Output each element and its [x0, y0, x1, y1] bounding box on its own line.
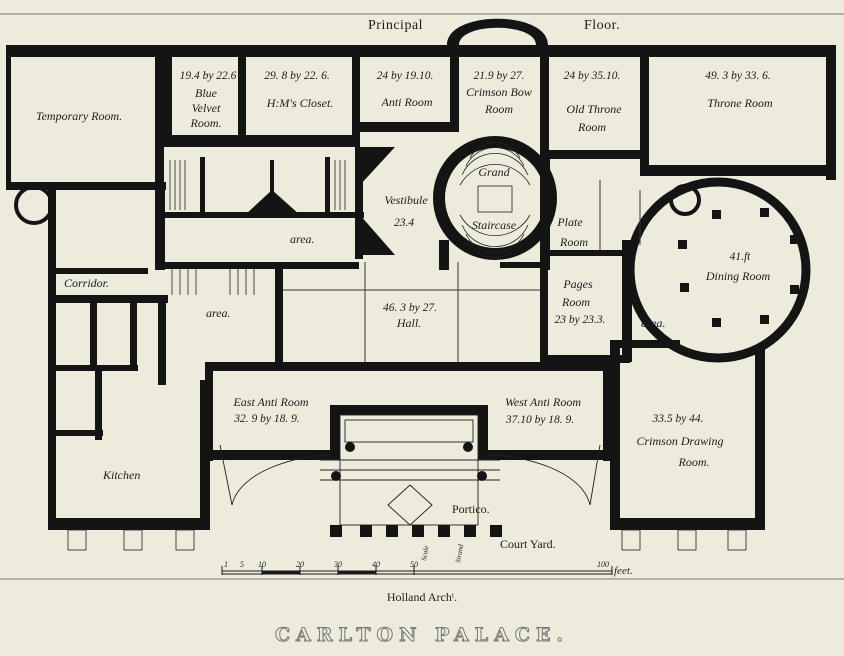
dims-old-throne: 24 by 35.10. [563, 70, 621, 82]
label-pages-room-1: Pages [563, 277, 593, 291]
label-west-anti-room: West Anti Room [504, 395, 582, 409]
label-hall: Hall. [396, 316, 422, 330]
architect-credit: Holland Archᵗ. [386, 590, 458, 604]
scale-bar [221, 566, 613, 575]
label-anti-room: Anti Room [381, 95, 433, 109]
label-old-throne-1: Old Throne [566, 102, 622, 116]
label-court-yard: Court Yard. [500, 537, 556, 551]
dims-east-anti-room: 32. 9 by 18. 9. [234, 413, 300, 425]
label-plate-room-1: Plate [557, 215, 583, 229]
dims-hms-closet: 29. 8 by 22. 6. [264, 70, 330, 82]
label-crimson-drawing-1: Crimson Drawing [636, 434, 724, 448]
label-crimson-bow-1: Crimson Bow [466, 85, 532, 99]
dims-blue-velvet: 19.4 by 22.6 [179, 70, 237, 82]
label-crimson-bow-2: Room [485, 102, 513, 116]
dims-crimson-bow: 21.9 by 27. [473, 70, 525, 82]
outer-steps [67, 529, 747, 551]
plate-title: CARLTON PALACE. [274, 624, 570, 647]
portico-columns [330, 442, 502, 537]
stair-treads [169, 142, 531, 295]
scale-tick-5: 5 [240, 560, 244, 569]
scale-tick-100: 100 [597, 560, 609, 569]
label-vestibule: Vestibule [384, 193, 428, 207]
scale-tick-40: 40 [372, 560, 380, 569]
floor-title-right: Floor. [584, 18, 621, 33]
label-dining-room: Dining Room [705, 269, 771, 283]
scale-tick-1: 1 [224, 560, 228, 569]
dining-piers [678, 208, 799, 327]
label-grand-1: Grand [478, 165, 510, 179]
label-crimson-drawing-2: Room. [678, 455, 710, 469]
scale-tick-50: 50 [410, 560, 418, 569]
dims-hall: 46. 3 by 27. [383, 302, 437, 314]
dims-west-anti-room: 37.10 by 18. 9. [505, 414, 575, 426]
dims-anti-room: 24 by 19.10. [376, 70, 434, 82]
dims-vestibule: 23.4 [393, 217, 415, 229]
label-plate-room-2: Room [560, 235, 588, 249]
label-blue-velvet-3: Room. [190, 116, 222, 130]
portico [219, 414, 601, 526]
label-pages-room-2: Room [562, 295, 590, 309]
label-area-west: area. [206, 306, 231, 320]
label-throne-room: Throne Room [707, 96, 773, 110]
label-area-east: area. [641, 316, 666, 330]
label-grand-2: Staircase [471, 218, 517, 232]
label-portico: Portico. [452, 502, 490, 516]
floor-title-left: Principal [368, 18, 424, 33]
plate-frame [0, 13, 844, 580]
label-blue-velvet-1: Blue [195, 86, 217, 100]
label-blue-velvet-2: Velvet [191, 101, 221, 115]
label-temporary-room: Temporary Room. [36, 109, 123, 123]
label-area-north: area. [290, 232, 315, 246]
dims-dining-room: 41.ft [729, 251, 751, 263]
label-hms-closet: H:M's Closet. [266, 96, 334, 110]
scale-tick-20: 20 [296, 560, 304, 569]
dims-crimson-drawing: 33.5 by 44. [652, 413, 704, 425]
scale-tick-10: 10 [258, 560, 266, 569]
light-partitions [283, 180, 641, 362]
scale-unit: feet. [614, 565, 633, 577]
scale-tick-30: 30 [334, 560, 342, 569]
label-old-throne-2: Room [578, 120, 606, 134]
dims-pages-room: 23 by 23.3. [554, 314, 606, 326]
dims-throne-room: 49. 3 by 33. 6. [705, 70, 771, 82]
label-east-anti-room: East Anti Room [233, 395, 309, 409]
label-corridor: Corridor. [64, 276, 110, 290]
label-kitchen: Kitchen [103, 468, 141, 482]
walls [6, 18, 836, 530]
